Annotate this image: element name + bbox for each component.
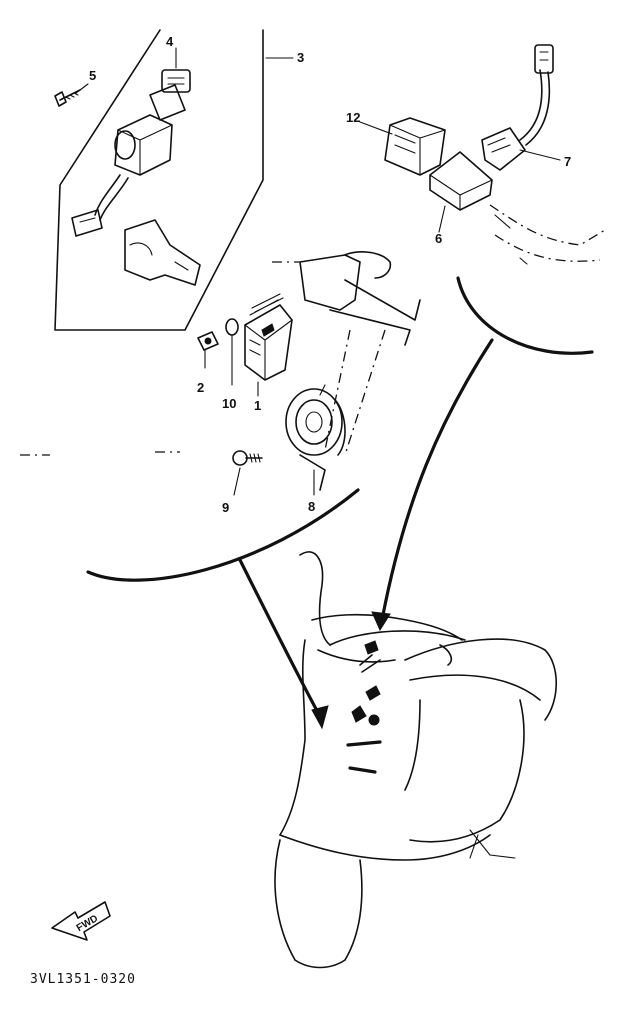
callout-6: 6 xyxy=(435,231,442,246)
relay-group-drawing xyxy=(359,44,561,233)
frame-tube-right xyxy=(489,204,606,265)
callout-5: 5 xyxy=(89,68,96,83)
callout-12: 12 xyxy=(346,110,360,125)
callout-9: 9 xyxy=(222,500,229,515)
callout-10: 10 xyxy=(222,396,236,411)
callout-2: 2 xyxy=(197,380,204,395)
main-switch-drawing xyxy=(54,47,201,286)
horn-regulator-drawing xyxy=(20,251,421,496)
callout-7: 7 xyxy=(564,154,571,169)
fwd-label: FWD xyxy=(75,913,100,934)
reference-code: 3VL1351-0320 xyxy=(30,972,136,987)
callout-4: 4 xyxy=(166,34,174,49)
scooter-outline xyxy=(274,551,558,969)
main-switch-assembly-box xyxy=(54,29,264,331)
fwd-arrow-icon: FWD xyxy=(51,901,111,941)
callout-3: 3 xyxy=(297,50,304,65)
callout-1: 1 xyxy=(254,398,261,413)
callout-8: 8 xyxy=(308,499,315,514)
section-indicators xyxy=(86,276,594,730)
